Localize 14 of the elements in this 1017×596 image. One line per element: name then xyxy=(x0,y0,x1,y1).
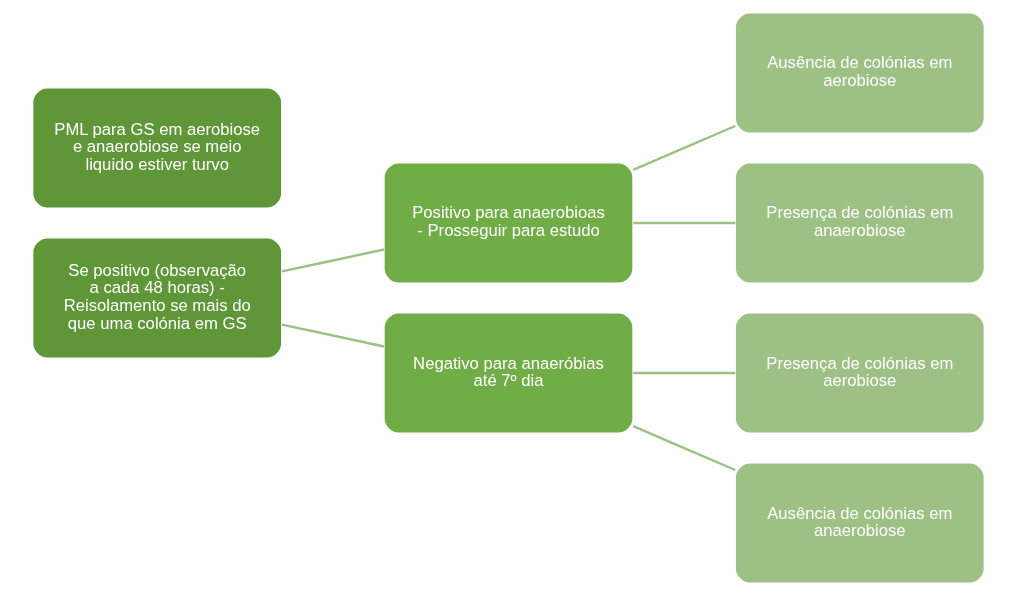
node-box: Ausência de colónias em aerobiose xyxy=(734,12,985,134)
connector xyxy=(632,124,736,171)
connector xyxy=(281,323,385,348)
node-box: Presença de colónias em aerobiose xyxy=(734,312,985,434)
node-box: Positivo para anaerobioas - Prosseguir para estudo xyxy=(383,162,634,284)
connector xyxy=(281,248,385,273)
connector xyxy=(633,371,736,375)
node-box: PML para GS em aerobiose e anaerobiose se meio liquido estiver turvo xyxy=(32,87,283,209)
node-box: Se positivo (observação a cada 48 horas) - Reisolamento se mais do que uma colónia em GS xyxy=(32,237,283,359)
node-box: Presença de colónias em anaerobiose xyxy=(734,162,985,284)
node-box: Negativo para anaeróbias até 7º dia xyxy=(383,312,634,434)
connector xyxy=(632,425,736,472)
connector xyxy=(633,221,736,225)
node-box: Ausência de colónias em anaerobiose xyxy=(734,462,985,584)
